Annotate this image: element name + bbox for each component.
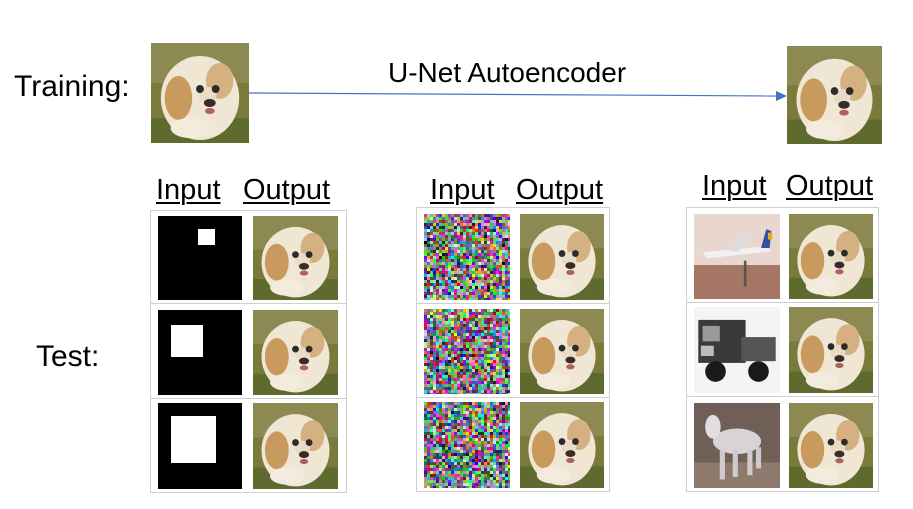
training-arrow [249,91,787,101]
group2-output-header: Output [516,174,604,206]
group1-input-header: Input [156,174,221,206]
output-image [520,402,604,488]
group3-row-divider [686,396,879,397]
dog-image [787,46,882,144]
dog-image [520,402,604,488]
group1-row-divider [150,398,347,399]
group1-frame [150,210,347,493]
dog-image [253,310,338,395]
output-image [789,403,873,488]
output-image [789,307,873,393]
group2-input-header: Input [430,174,495,206]
group3-frame [686,207,879,492]
mask-square [171,325,203,357]
mask-square [198,229,215,245]
group3-row-divider [686,302,879,303]
test-label: Test: [36,340,100,373]
output-image [520,214,604,300]
group2-frame [416,207,610,492]
output-image [253,216,338,300]
output-image [520,309,604,394]
training-label: Training: [14,70,130,103]
group1-output-header: Output [243,174,331,206]
dog-image [789,307,873,393]
dog-image [253,216,338,300]
arrow-label: U-Net Autoencoder [388,57,627,88]
dog-image [789,403,873,488]
horse-input-image [694,403,780,488]
output-image [253,310,338,395]
truck-input-image [694,307,780,393]
dog-image [520,214,604,300]
group2-row-divider [416,397,610,398]
group2-row-divider [416,303,610,304]
training-input-image [151,43,249,143]
group1-row-divider [150,303,347,304]
output-image [253,403,338,489]
group3-output-header: Output [786,170,874,202]
dog-image [520,309,604,394]
group3-input-header: Input [702,170,767,202]
dog-image [789,214,873,299]
noise-input-2 [424,309,510,394]
noise-input-3 [424,402,510,488]
dog-image [151,43,249,143]
mask-square [171,416,216,463]
noise-input-1 [424,214,510,300]
training-output-image [787,46,882,144]
airplane-input-image [694,214,780,299]
dog-image [253,403,338,489]
output-image [789,214,873,299]
